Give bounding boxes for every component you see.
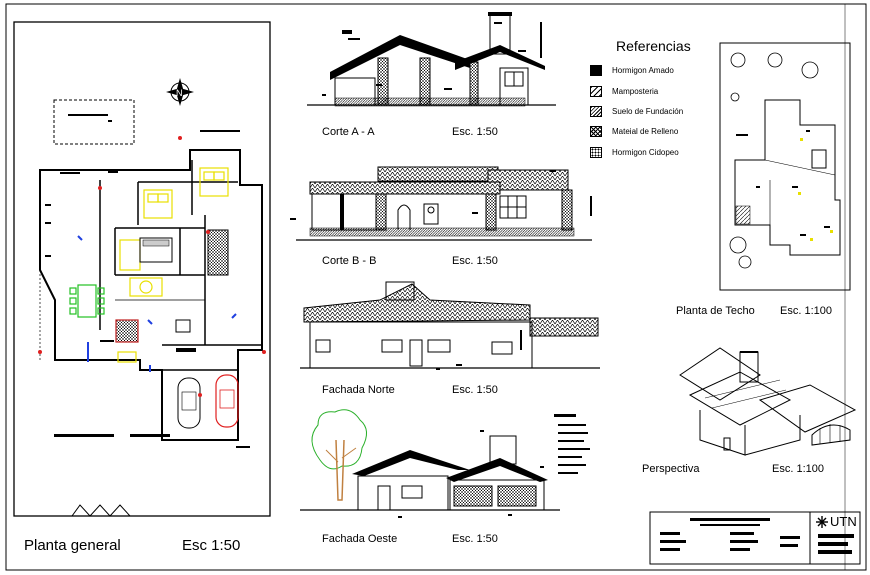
planta-general-scale: Esc 1:50 — [182, 537, 241, 554]
car-icon-left — [177, 377, 201, 429]
planta-general-drawing: N — [13, 21, 271, 517]
fachada-norte-title: Fachada Norte — [322, 384, 395, 396]
legend-item-label: Hormigon Amado — [612, 65, 674, 75]
planta-techo-scale: Esc. 1:100 — [780, 305, 832, 317]
legend-item: Mateial de Relleno — [590, 124, 678, 138]
planta-techo-drawing — [719, 42, 851, 291]
legend-item-label: Mateial de Relleno — [612, 126, 679, 136]
svg-text:N: N — [176, 88, 183, 98]
perspectiva-title: Perspectiva — [642, 463, 700, 475]
perspectiva-scale: Esc. 1:100 — [772, 463, 824, 475]
legend-swatch-icon — [590, 105, 602, 117]
title-block — [649, 511, 861, 565]
corte-a-drawing — [307, 12, 556, 107]
perspectiva-drawing — [679, 347, 857, 456]
sheet-border — [5, 3, 867, 571]
corte-b-title: Corte B - B — [322, 255, 377, 267]
corte-a-scale: Esc. 1:50 — [452, 126, 498, 138]
planta-general-title: Planta general — [24, 537, 121, 554]
legend-title: Referencias — [616, 38, 691, 54]
legend-item-label: Hormigon Cidopeo — [612, 147, 679, 157]
legend-item: Hormigon Amado — [590, 63, 674, 77]
fachada-norte-drawing — [300, 281, 600, 370]
legend-swatch-icon — [590, 146, 602, 158]
legend-item: Suelo de Fundación — [590, 104, 683, 118]
fachada-oeste-title: Fachada Oeste — [322, 533, 398, 545]
legend-swatch-icon — [590, 125, 602, 137]
north-arrow-icon: N — [166, 78, 194, 106]
legend-item-label: Suelo de Fundación — [612, 106, 684, 116]
utn-logo-text: UTN — [830, 514, 857, 529]
corte-b-scale: Esc. 1:50 — [452, 255, 498, 267]
fachada-oeste-drawing — [300, 409, 560, 518]
legend-item-label: Mamposteria — [612, 86, 659, 96]
legend-item: Mamposteria — [590, 84, 658, 98]
legend-item: Hormigon Cidopeo — [590, 145, 679, 159]
legend-swatch-icon — [590, 64, 602, 76]
notes-block — [554, 414, 590, 474]
fachada-norte-scale: Esc. 1:50 — [452, 384, 498, 396]
fachada-oeste-scale: Esc. 1:50 — [452, 533, 498, 545]
car-icon-right — [215, 374, 239, 428]
tree-icon — [311, 409, 367, 501]
planta-techo-title: Planta de Techo — [676, 305, 755, 317]
corte-a-title: Corte A - A — [322, 126, 375, 138]
corte-b-drawing — [290, 166, 592, 241]
legend-swatch-icon — [590, 85, 602, 97]
utn-logo-icon — [816, 516, 828, 528]
